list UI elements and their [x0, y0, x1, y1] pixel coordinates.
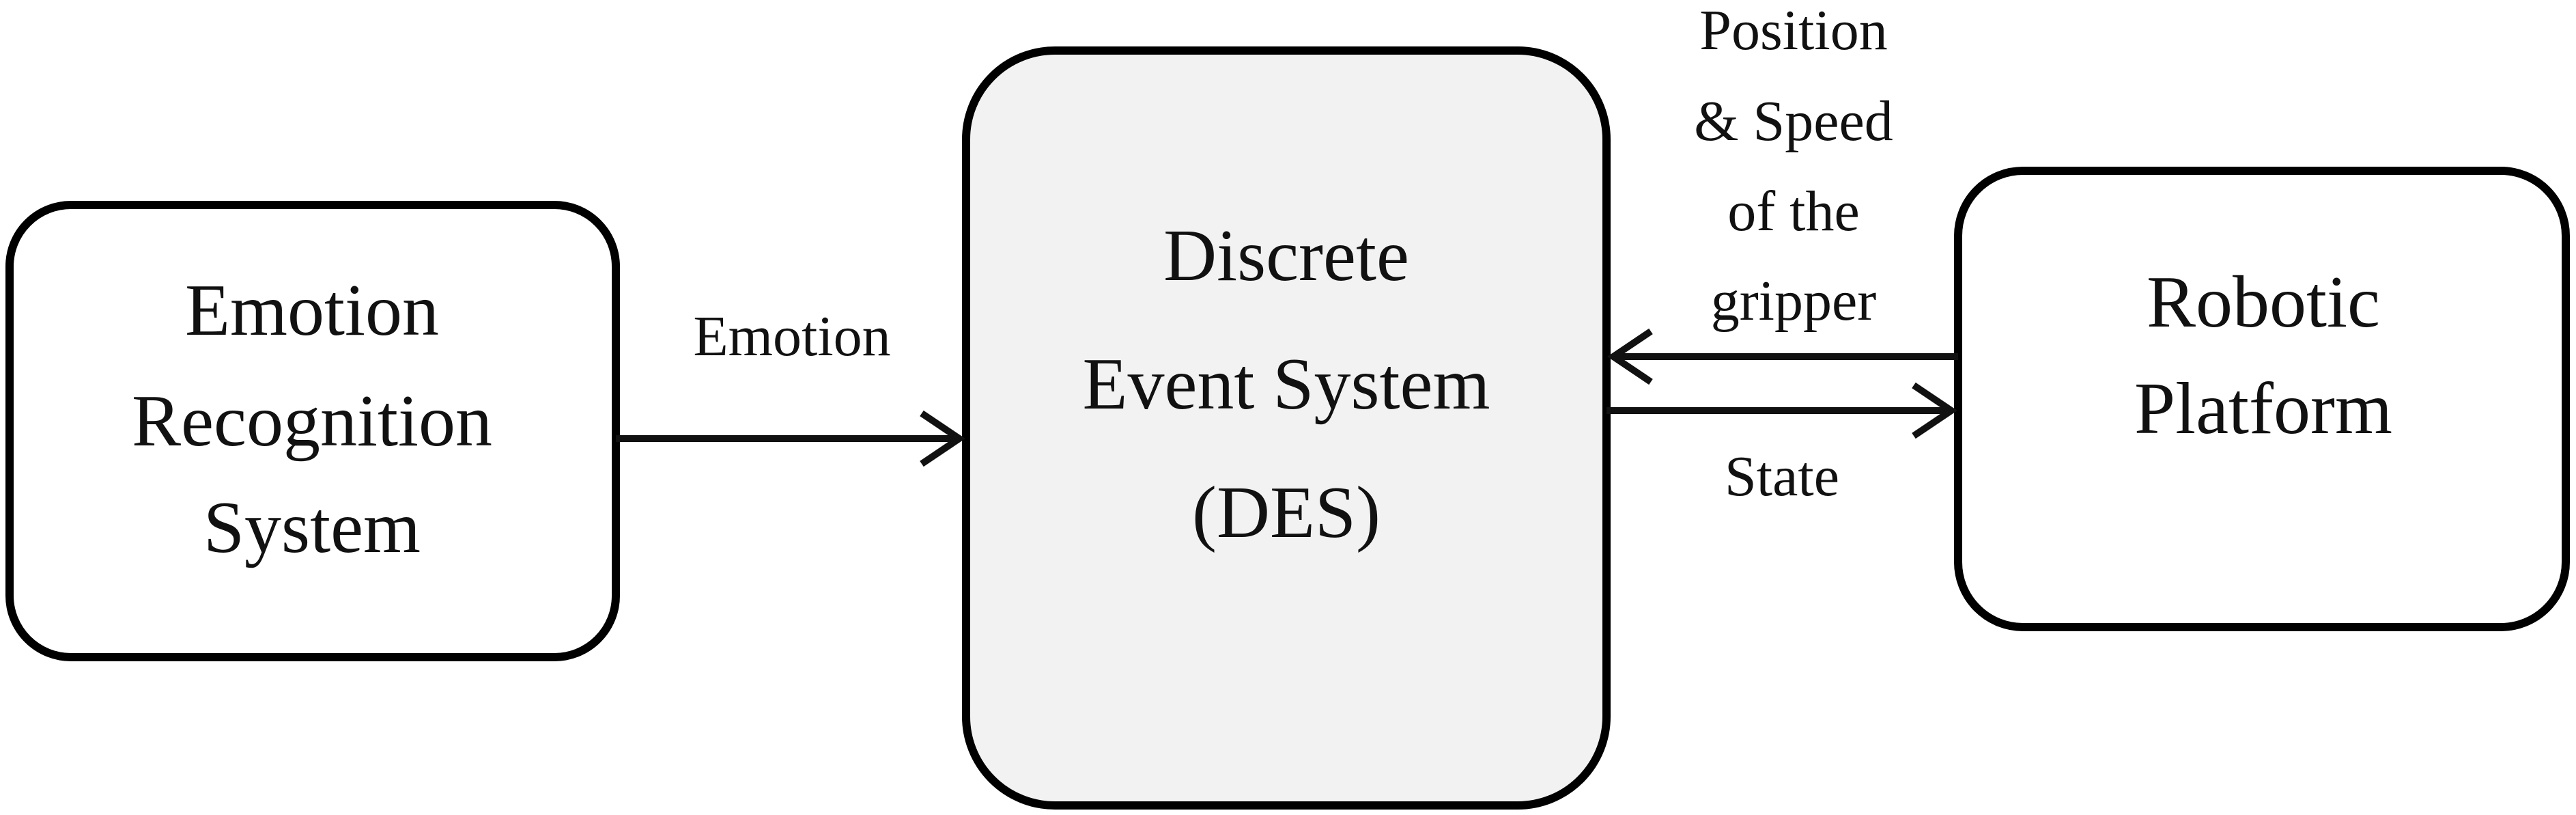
- block-label-line: (DES): [1192, 472, 1381, 553]
- block-label-line: Robotic: [2147, 262, 2380, 343]
- emotion-recognition-block: Emotion Recognition System: [5, 201, 620, 661]
- emotion-arrow: Emotion: [616, 305, 965, 467]
- block-label-line: Recognition: [132, 381, 492, 462]
- robotic-platform-block: Robotic Platform: [1954, 167, 2570, 631]
- des-block: Discrete Event System (DES): [962, 46, 1611, 810]
- position-speed-label-line: gripper: [1711, 269, 1877, 333]
- block-label-line: System: [203, 487, 421, 568]
- state-arrow-label: State: [1725, 445, 1839, 508]
- emotion-arrow-label: Emotion: [693, 305, 890, 368]
- position-speed-arrow: Position & Speed of the gripper: [1607, 0, 1958, 385]
- position-speed-label-line: & Speed: [1694, 89, 1893, 153]
- block-label-line: Emotion: [185, 270, 439, 351]
- block-label-line: Event System: [1083, 344, 1490, 425]
- state-arrow: State: [1607, 382, 1957, 508]
- position-speed-label-line: Position: [1699, 0, 1887, 62]
- position-speed-label-line: of the: [1727, 180, 1860, 243]
- block-label-line: Discrete: [1163, 215, 1409, 296]
- block-label-line: Platform: [2134, 368, 2392, 450]
